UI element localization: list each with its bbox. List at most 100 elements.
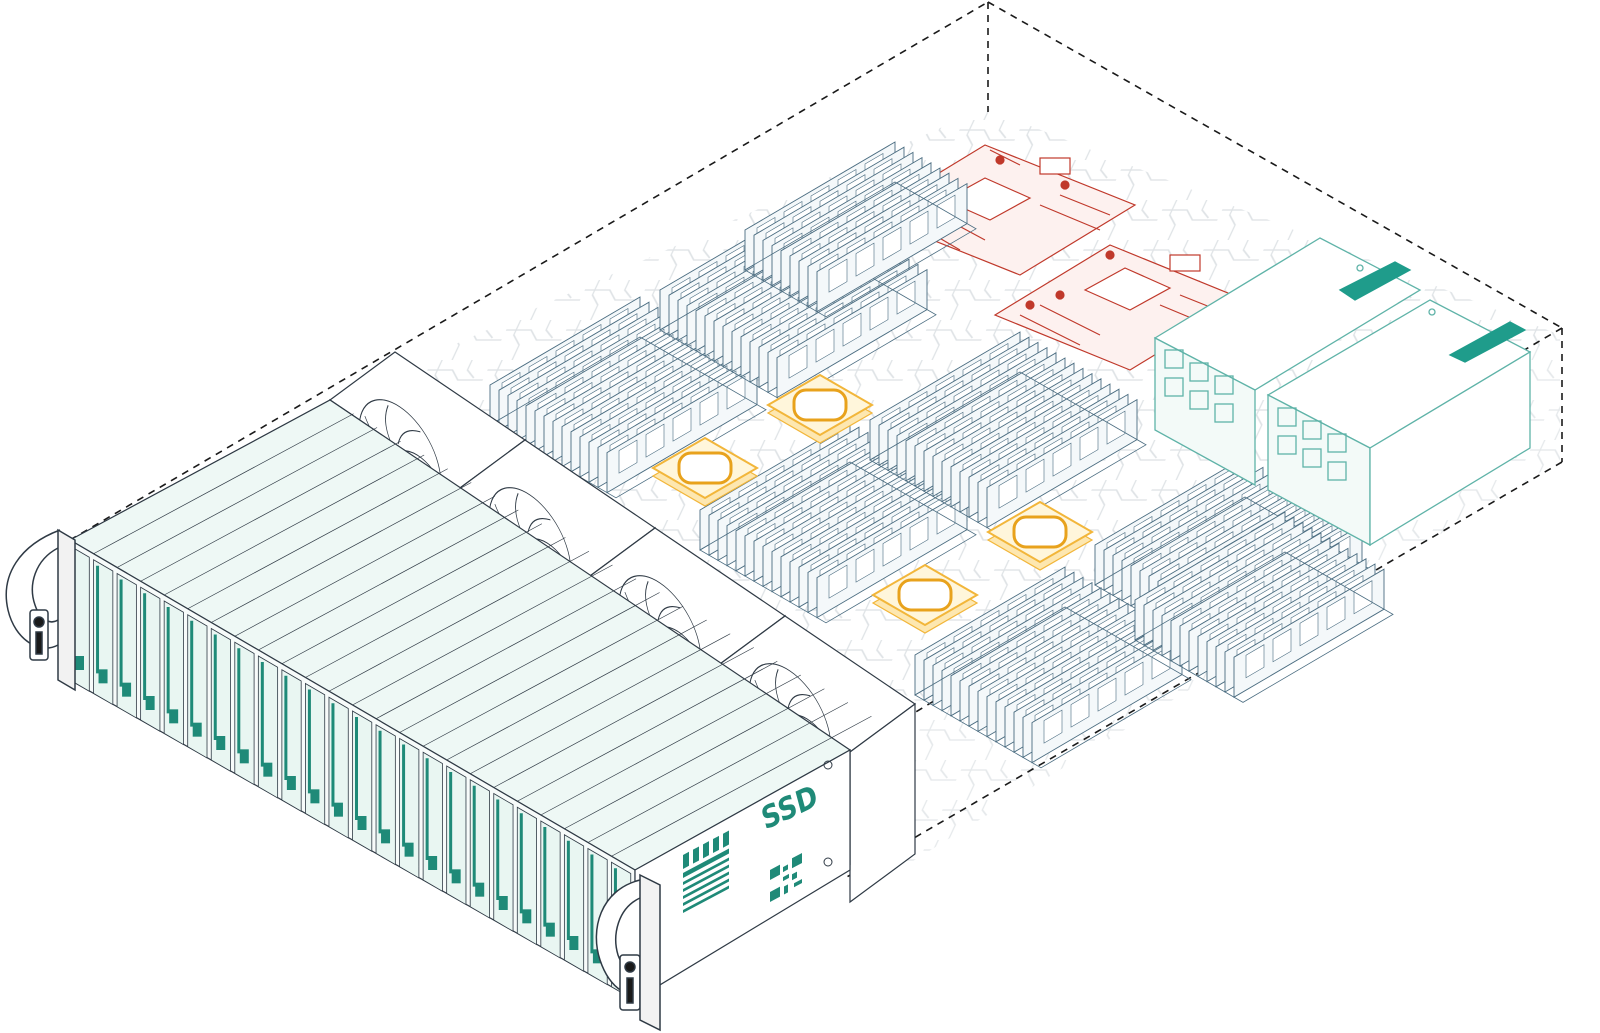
drive-bay-led xyxy=(475,882,485,897)
drive-bay-led xyxy=(522,909,532,924)
drive-bay[interactable] xyxy=(469,779,490,919)
drive-bay-ridge xyxy=(375,578,637,720)
drive-bay-ridge xyxy=(422,605,684,747)
barcode-icon xyxy=(683,830,729,913)
drive-bay[interactable] xyxy=(328,696,349,839)
drive-bay-led xyxy=(98,669,108,684)
drive-bay-led xyxy=(357,816,367,830)
psu-1 xyxy=(1153,237,1422,487)
drive-bay-ridge xyxy=(164,454,425,596)
drive-bay-ridge xyxy=(211,482,472,623)
dimm-row xyxy=(489,296,767,499)
drive-bay-led xyxy=(263,762,273,777)
drive-bay[interactable] xyxy=(234,641,255,786)
drive-bay[interactable] xyxy=(116,572,137,719)
drive-bay-led xyxy=(286,776,296,790)
drive-bay[interactable] xyxy=(305,682,326,826)
drive-bay-led xyxy=(75,656,84,670)
drive-bay-led xyxy=(216,736,226,750)
drive-bay-ridge xyxy=(352,564,613,706)
dimm-module-icon xyxy=(1031,633,1183,764)
drive-bay-led xyxy=(451,869,461,884)
drive-bay-led xyxy=(569,936,579,950)
dimm-row xyxy=(869,331,1147,534)
drive-bay[interactable] xyxy=(375,724,396,866)
drive-bay-led xyxy=(404,842,414,857)
dimm-bank xyxy=(489,141,1394,769)
psu-2 xyxy=(1266,299,1532,547)
drive-bay-ridge xyxy=(564,688,825,830)
nic-card-2 xyxy=(993,244,1247,371)
drive-bay-ridge xyxy=(234,495,495,637)
dimm-row xyxy=(744,141,977,318)
dimm-slot-base xyxy=(744,181,977,318)
drive-bay-ridge xyxy=(93,413,354,555)
drive-bay[interactable] xyxy=(352,710,373,852)
drive-bay-led xyxy=(381,829,391,844)
drive-bay-led xyxy=(428,856,438,870)
drive-bay[interactable] xyxy=(399,737,420,879)
drive-bay[interactable] xyxy=(140,586,161,732)
cpu-chip-icon xyxy=(650,436,760,507)
drive-bay-led xyxy=(545,922,555,937)
dimm-module-icon xyxy=(816,488,968,619)
drive-bay[interactable] xyxy=(446,765,467,906)
drive-bay-led xyxy=(192,722,202,737)
dimm-row xyxy=(914,566,1192,769)
drive-bay[interactable] xyxy=(163,600,184,746)
drive-bay-led xyxy=(333,802,343,817)
rack-handle-left xyxy=(5,528,76,692)
dimm-module-icon xyxy=(776,268,928,399)
psu-units xyxy=(1153,237,1532,547)
dimm-slot-base xyxy=(869,371,1147,534)
dimm-slot-base xyxy=(1134,551,1394,703)
drive-bay-led xyxy=(239,749,249,764)
drive-bay-led xyxy=(592,949,602,964)
psu-1-grille xyxy=(1164,349,1234,423)
drive-bay[interactable] xyxy=(493,792,514,932)
drive-bay-ridge xyxy=(328,550,590,692)
dimm-slot-base xyxy=(914,606,1192,769)
drive-bay[interactable] xyxy=(540,820,561,959)
drive-bay[interactable] xyxy=(93,559,114,706)
drive-bay[interactable] xyxy=(563,834,585,972)
drive-bay-ridge xyxy=(446,619,707,761)
cpus xyxy=(650,373,1095,634)
drive-bay[interactable] xyxy=(422,751,443,892)
drive-bay-ridge xyxy=(587,702,849,843)
drive-bay-ridge xyxy=(470,633,731,775)
drive-bay[interactable] xyxy=(281,669,302,812)
drive-bay-ridge xyxy=(187,468,448,610)
drive-bay-ridge xyxy=(116,427,378,568)
drive-bay-ridge xyxy=(305,537,566,678)
drive-bay-ridge xyxy=(258,509,519,651)
cpu-chip-icon xyxy=(870,563,980,634)
drive-bay[interactable] xyxy=(516,806,537,946)
drive-bay-ridge xyxy=(540,674,801,816)
cpu-chip-icon xyxy=(765,373,875,444)
drive-bay[interactable] xyxy=(210,627,231,772)
drive-bay-led xyxy=(122,682,132,697)
qr-code-icon xyxy=(770,852,802,902)
drive-bay-top-lines xyxy=(69,399,872,857)
rack-handle-right xyxy=(595,873,661,1032)
drive-bay-ridge xyxy=(611,715,872,857)
psu-2-grille xyxy=(1277,407,1347,481)
drive-bay-led xyxy=(310,789,320,804)
drive-bay-led xyxy=(145,696,155,710)
drive-bay-ridge xyxy=(281,523,543,665)
dimm-row xyxy=(1134,511,1394,703)
drive-bay-led xyxy=(169,709,179,724)
drive-bay-led xyxy=(498,896,508,910)
dimm-row xyxy=(699,421,977,624)
drive-bay[interactable] xyxy=(257,655,279,799)
drive-bay-ridge xyxy=(517,660,778,802)
drive-bay-ridge xyxy=(69,399,331,541)
dimm-banks xyxy=(489,141,1394,769)
drive-bay-ridge xyxy=(140,440,401,582)
drive-bay[interactable] xyxy=(187,614,208,759)
dimm-slot-base xyxy=(699,461,977,624)
cpu-chip-icon xyxy=(985,500,1095,571)
drive-bay-ridge xyxy=(493,647,754,788)
